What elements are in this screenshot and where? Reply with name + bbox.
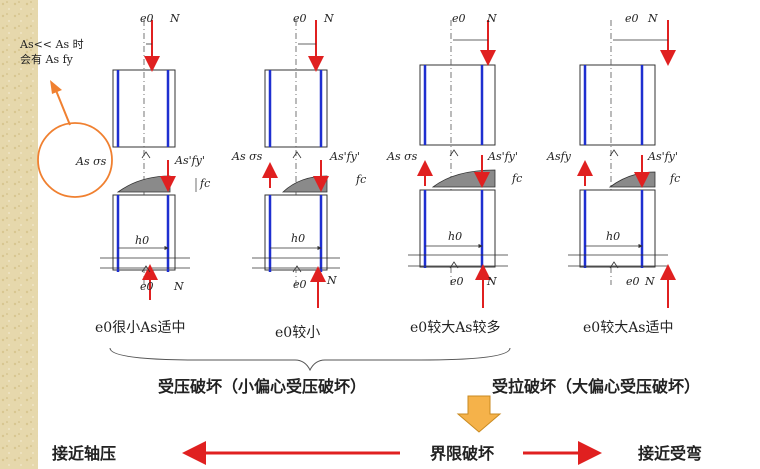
compression-failure-label: 受压破坏（小偏心受压破坏）	[158, 377, 366, 396]
N-label: N	[323, 12, 334, 25]
note-group: As<< As 时 会有 As fy	[19, 38, 113, 198]
N-label: N	[169, 12, 180, 25]
N-label: N	[173, 280, 184, 293]
As-sigma-label: As σs	[386, 150, 418, 163]
note-line2: 会有 As fy	[20, 52, 74, 66]
column-case-2	[252, 20, 340, 308]
caption-case-2: e0较小	[275, 325, 320, 341]
h0-label: h0	[606, 230, 620, 243]
column-case-3	[408, 20, 508, 308]
tension-failure-label: 受拉破坏（大偏心受压破坏）	[492, 377, 700, 396]
e0-label: e0	[452, 12, 466, 25]
h0-label: h0	[448, 230, 462, 243]
As-fy-prime-label: As'fy'	[329, 150, 360, 163]
case-captions: e0很小As适中 e0较小 e0较大As较多 e0较大As适中	[95, 319, 674, 341]
highlight-circle	[37, 122, 113, 198]
As-sigma-label: As σs	[75, 155, 107, 168]
N-label: N	[326, 274, 337, 287]
fc-label: fc	[669, 172, 680, 185]
As-fy-prime-label: As'fy'	[487, 150, 518, 163]
grouping-brace	[109, 347, 511, 372]
e0-label: e0	[626, 275, 640, 288]
caption-case-4: e0较大As适中	[583, 320, 674, 336]
h0-label: h0	[291, 232, 305, 245]
e0-label: e0	[293, 278, 307, 291]
N-label: N	[486, 12, 497, 25]
As-fy-prime-label: As'fy'	[647, 150, 678, 163]
e0-label: e0	[450, 275, 464, 288]
caption-case-1: e0很小As适中	[95, 320, 186, 336]
boundary-failure-label: 界限破坏	[430, 444, 494, 463]
fc-label: fc	[199, 177, 210, 190]
N-label: N	[644, 275, 655, 288]
As-fy-prime-label: As'fy'	[174, 154, 205, 167]
parchment-border	[0, 0, 38, 469]
e0-label: e0	[625, 12, 639, 25]
note-arrow	[54, 87, 71, 126]
As-fy-label: Asfy	[546, 150, 572, 163]
note-arrowhead	[50, 80, 62, 94]
fc-label: fc	[511, 172, 522, 185]
symbol-labels: e0 N e0 N e0 N e0 N As σs As'fy' As σs A…	[75, 12, 680, 293]
near-axial-label: 接近轴压	[52, 444, 116, 463]
down-block-arrow	[456, 395, 502, 433]
fc-label: fc	[355, 173, 366, 186]
caption-case-3: e0较大As较多	[410, 319, 501, 336]
N-label: N	[486, 275, 497, 288]
h0-label: h0	[135, 234, 149, 247]
e0-label: e0	[140, 280, 154, 293]
e0-label: e0	[140, 12, 154, 25]
N-label: N	[647, 12, 658, 25]
near-bending-label: 接近受弯	[638, 444, 702, 463]
e0-label: e0	[293, 12, 307, 25]
column-case-4	[568, 20, 676, 308]
column-case-1	[100, 20, 197, 300]
As-sigma-label: As σs	[231, 150, 263, 163]
note-line1: As<< As 时	[19, 38, 84, 51]
